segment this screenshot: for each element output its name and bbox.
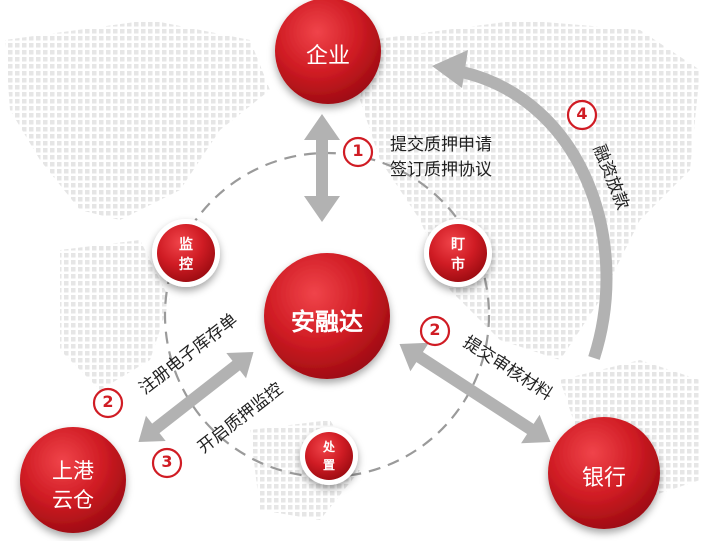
dispose-node-inner — [305, 432, 353, 480]
watch-label-2: 市 — [451, 257, 465, 273]
center-node — [264, 253, 390, 379]
step-1-text-line2: 签订质押协议 — [390, 160, 492, 180]
step-badge-4 — [566, 99, 598, 131]
monitor-label-1: 监 — [179, 237, 193, 253]
step-2-left-number: 2 — [102, 392, 114, 411]
step-4-number: 4 — [576, 104, 588, 123]
watch-node-inner — [429, 224, 487, 282]
step-badge-2-right — [419, 315, 451, 347]
bank-node — [548, 417, 660, 529]
arrow-center-warehouse — [138, 352, 254, 442]
monitor-label-2: 控 — [179, 257, 193, 273]
watch-label-1: 盯 — [451, 237, 465, 253]
enterprise-label: 企业 — [305, 44, 350, 69]
step-1-number: 1 — [352, 141, 364, 160]
arrow-bank-to-enterprise — [432, 50, 613, 360]
dispose-label-1: 处 — [322, 440, 335, 454]
monitor-node-inner — [157, 224, 215, 282]
arrow-center-bank — [399, 342, 551, 444]
bank-label: 银行 — [581, 466, 626, 491]
warehouse-label-line1: 上港 — [52, 459, 94, 483]
step-3-number: 3 — [161, 452, 173, 471]
step-badge-2-left — [92, 387, 124, 419]
step-badge-1 — [342, 136, 374, 168]
center-label: 安融达 — [291, 308, 363, 336]
step-2-right-number: 2 — [429, 320, 441, 339]
warehouse-label-line2: 云仓 — [52, 488, 94, 512]
dispose-label-2: 置 — [322, 458, 335, 472]
warehouse-node — [20, 427, 126, 533]
enterprise-node — [275, 0, 381, 104]
step-1-text-line1: 提交质押申请 — [390, 135, 492, 155]
step-badge-3 — [151, 447, 183, 479]
arrow-enterprise-center — [304, 114, 340, 222]
